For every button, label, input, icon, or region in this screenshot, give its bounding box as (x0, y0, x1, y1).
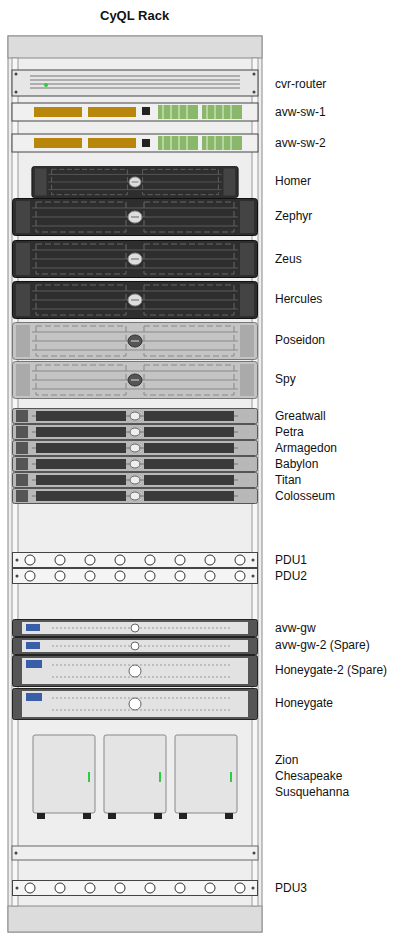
device-label: Spy (275, 372, 296, 386)
device-label: Petra (275, 425, 304, 439)
device-label: Babylon (275, 457, 318, 471)
rack-title: CyQL Rack (100, 8, 169, 24)
device-label: avw-sw-1 (275, 105, 326, 119)
device-label: Armagedon (275, 441, 337, 455)
device-label: Honeygate-2 (Spare) (275, 663, 387, 677)
device-label: Zion (275, 753, 298, 767)
device-label: avw-gw (275, 621, 316, 635)
device-label: Titan (275, 473, 301, 487)
device-label: Zephyr (275, 209, 312, 223)
device-label: Honeygate (275, 696, 333, 710)
device-label: Homer (275, 174, 311, 188)
device-label: Poseidon (275, 333, 325, 347)
device-label: Zeus (275, 252, 302, 266)
device-label: PDU1 (275, 553, 307, 567)
device-label: Greatwall (275, 409, 326, 423)
device-label: PDU2 (275, 569, 307, 583)
device-label: Colosseum (275, 489, 335, 503)
device-label: PDU3 (275, 881, 307, 895)
device-label: Susquehanna (275, 785, 349, 799)
device-label: avw-sw-2 (275, 136, 326, 150)
device-label: Chesapeake (275, 769, 342, 783)
device-label: Hercules (275, 292, 322, 306)
device-label: cvr-router (275, 77, 326, 91)
device-label: avw-gw-2 (Spare) (275, 638, 370, 652)
